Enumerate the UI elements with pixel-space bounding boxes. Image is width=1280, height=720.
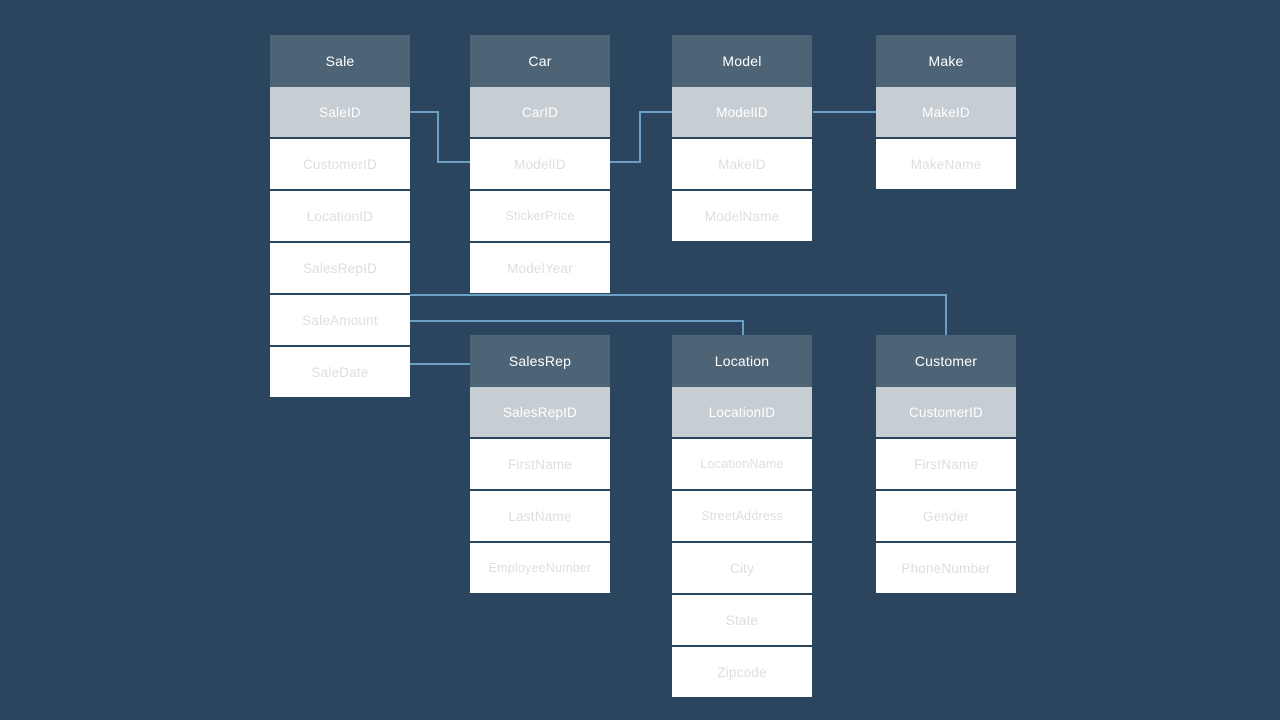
field-sale-saledate[interactable]: SaleDate bbox=[270, 347, 410, 397]
entity-title-make: Make bbox=[876, 35, 1016, 87]
relationship-sale-customer bbox=[410, 294, 947, 335]
field-sale-customerid[interactable]: CustomerID bbox=[270, 139, 410, 189]
entity-title-location: Location bbox=[672, 335, 812, 387]
field-customer-phonenumber[interactable]: PhoneNumber bbox=[876, 543, 1016, 593]
entity-title-sale: Sale bbox=[270, 35, 410, 87]
field-make-makename[interactable]: MakeName bbox=[876, 139, 1016, 189]
field-customer-firstname[interactable]: FirstName bbox=[876, 439, 1016, 489]
field-customer-gender[interactable]: Gender bbox=[876, 491, 1016, 541]
field-location-state[interactable]: State bbox=[672, 595, 812, 645]
primary-key-field-location-locationid[interactable]: LocationID bbox=[672, 387, 812, 437]
relationship-car-model bbox=[610, 111, 672, 163]
field-sale-saleamount[interactable]: SaleAmount bbox=[270, 295, 410, 345]
relationship-sale-car bbox=[410, 111, 470, 163]
field-location-city[interactable]: City bbox=[672, 543, 812, 593]
field-sale-locationid[interactable]: LocationID bbox=[270, 191, 410, 241]
primary-key-field-customer-customerid[interactable]: CustomerID bbox=[876, 387, 1016, 437]
field-model-modelname[interactable]: ModelName bbox=[672, 191, 812, 241]
relationship-sale-location bbox=[410, 320, 744, 335]
field-location-streetaddress[interactable]: StreetAddress bbox=[672, 491, 812, 541]
field-salesrep-firstname[interactable]: FirstName bbox=[470, 439, 610, 489]
field-location-locationname[interactable]: LocationName bbox=[672, 439, 812, 489]
field-car-modelyear[interactable]: ModelYear bbox=[470, 243, 610, 293]
field-car-modelid[interactable]: ModelID bbox=[470, 139, 610, 189]
entity-title-customer: Customer bbox=[876, 335, 1016, 387]
field-sale-salesrepid[interactable]: SalesRepID bbox=[270, 243, 410, 293]
primary-key-field-make-makeid[interactable]: MakeID bbox=[876, 87, 1016, 137]
entity-title-model: Model bbox=[672, 35, 812, 87]
entity-title-car: Car bbox=[470, 35, 610, 87]
field-salesrep-lastname[interactable]: LastName bbox=[470, 491, 610, 541]
primary-key-field-model-modelid[interactable]: ModelID bbox=[672, 87, 812, 137]
field-car-stickerprice[interactable]: StickerPrice bbox=[470, 191, 610, 241]
primary-key-field-salesrep-salesrepid[interactable]: SalesRepID bbox=[470, 387, 610, 437]
field-location-zipcode[interactable]: Zipcode bbox=[672, 647, 812, 697]
field-salesrep-employeenumber[interactable]: EmployeeNumber bbox=[470, 543, 610, 593]
primary-key-field-sale-saleid[interactable]: SaleID bbox=[270, 87, 410, 137]
field-model-makeid[interactable]: MakeID bbox=[672, 139, 812, 189]
entity-title-salesrep: SalesRep bbox=[470, 335, 610, 387]
primary-key-field-car-carid[interactable]: CarID bbox=[470, 87, 610, 137]
